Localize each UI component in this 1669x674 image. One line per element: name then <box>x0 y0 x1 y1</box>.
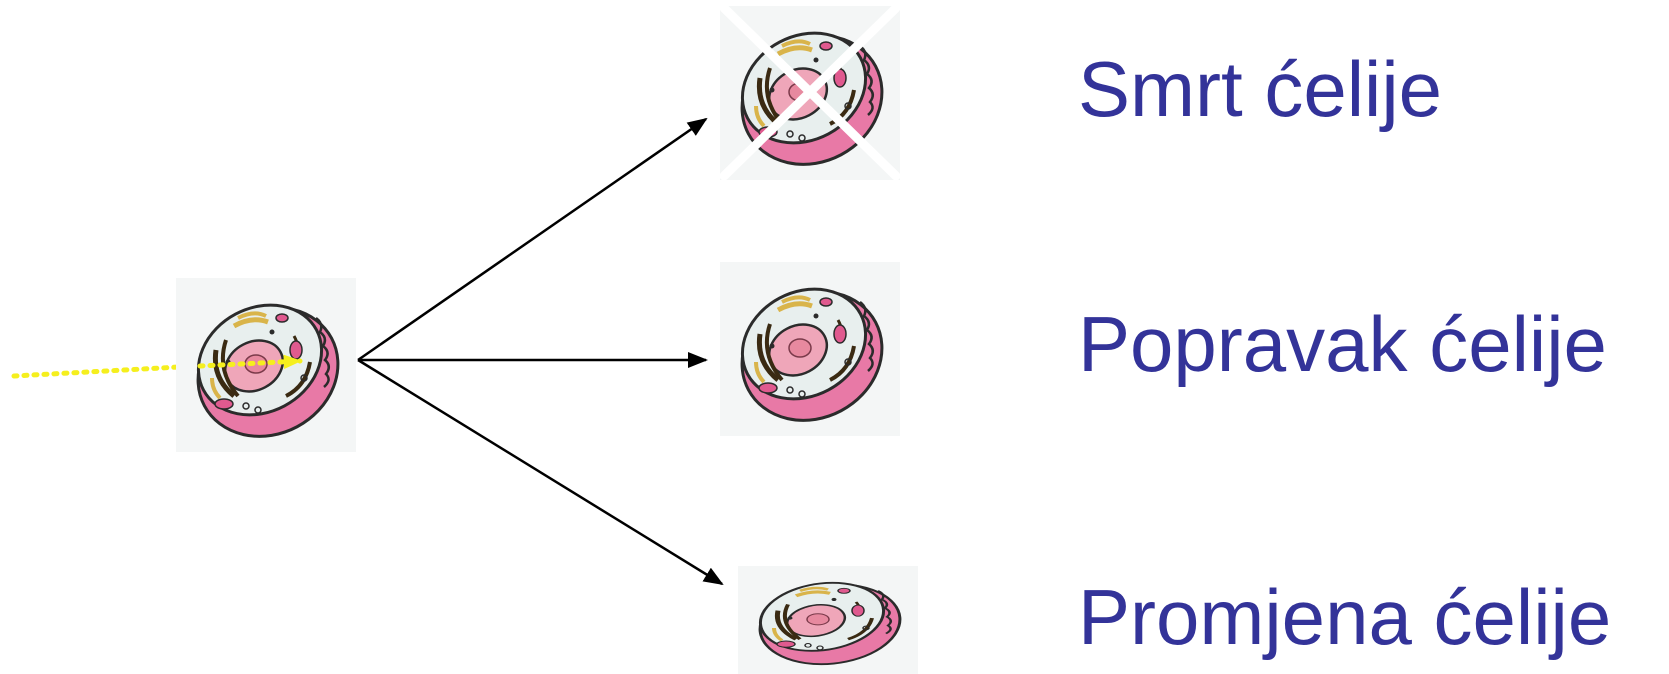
arrow-to-death <box>357 117 708 362</box>
outcome-label-change: Promjena ćelije <box>1078 573 1612 661</box>
arrow-to-change <box>357 358 724 586</box>
source-cell-icon <box>175 278 360 461</box>
radiation-arrow-overlay <box>197 354 303 370</box>
repaired-cell-icon <box>719 262 904 445</box>
outcome-label-death: Smrt ćelije <box>1078 45 1443 133</box>
dead-cell-icon <box>719 3 904 189</box>
x-mark-icon <box>719 3 901 181</box>
outcome-label-repair: Popravak ćelije <box>1078 300 1607 388</box>
changed-cell-icon <box>737 566 922 674</box>
